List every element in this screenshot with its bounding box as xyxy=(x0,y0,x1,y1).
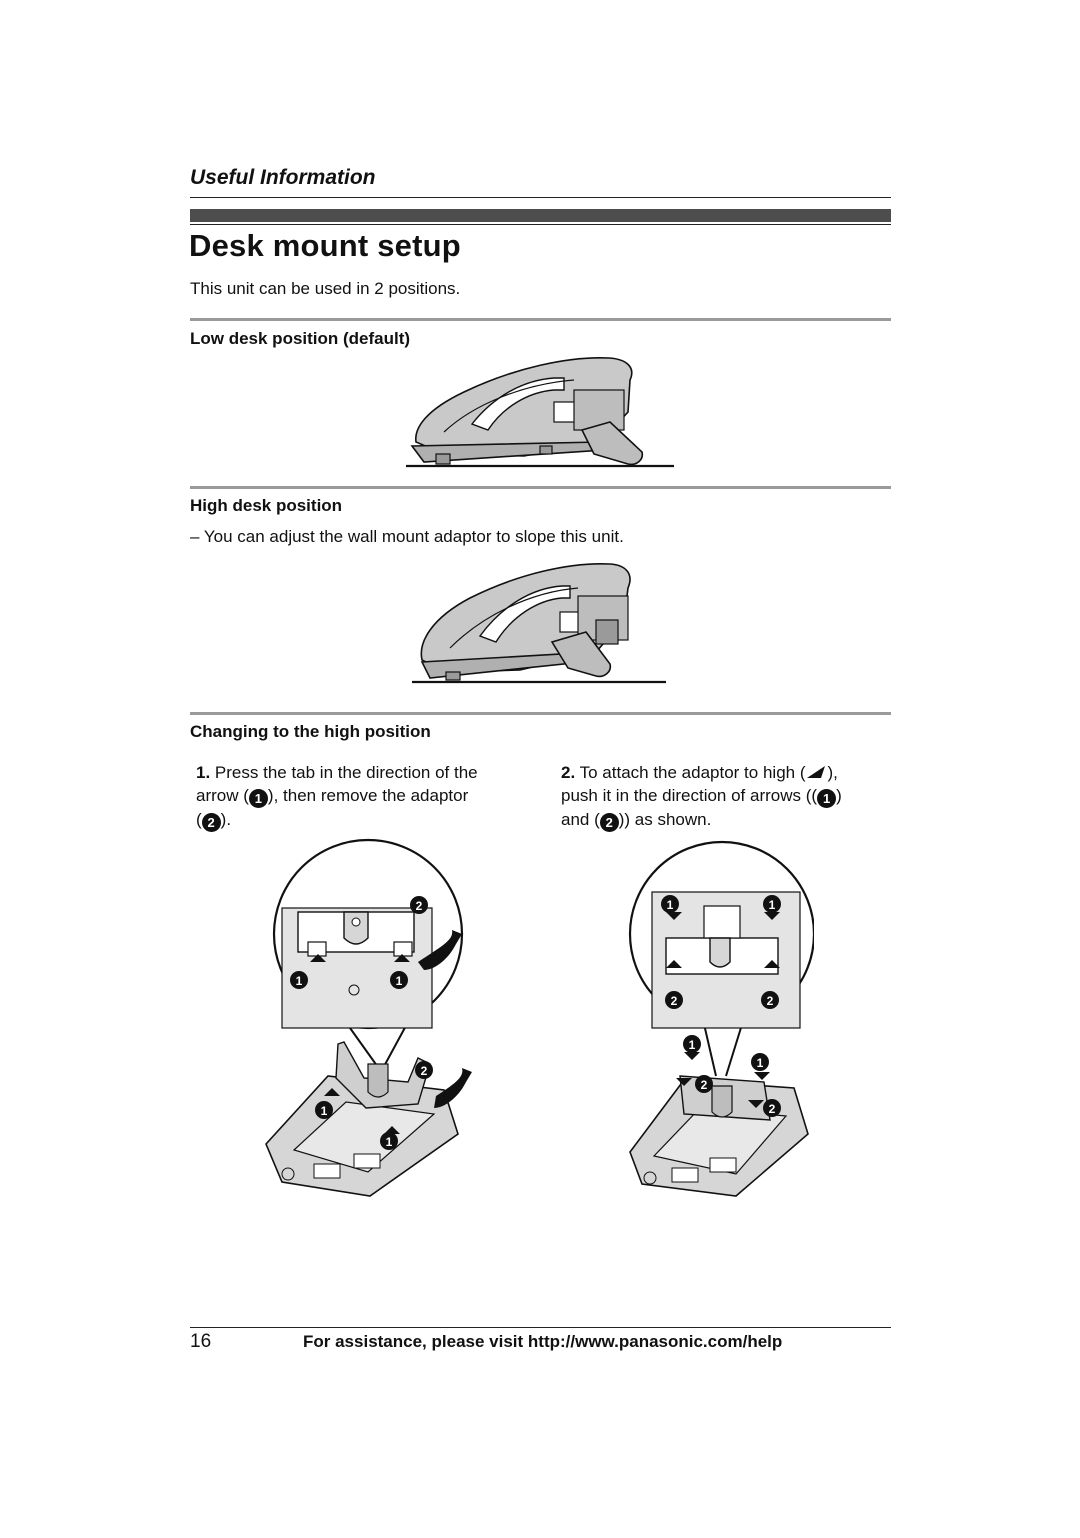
marker-2-icon: 2 xyxy=(671,994,678,1008)
section-label: Useful Information xyxy=(190,166,376,189)
intro-text: This unit can be used in 2 positions. xyxy=(190,279,461,298)
title-bar xyxy=(190,209,891,222)
step-2-text: ), xyxy=(827,763,838,782)
step-1-illustration: 2 1 1 2 1 1 xyxy=(265,838,472,1197)
step-1-line-2: arrow (1), then remove the adaptor xyxy=(196,784,536,808)
step-1-number: 1. xyxy=(196,763,211,782)
step-1-line-1: 1. Press the tab in the direction of the xyxy=(196,761,536,784)
page-title: Desk mount setup xyxy=(189,228,461,263)
step-2-text: )) as shown. xyxy=(618,810,712,829)
step-2-illustration: 1 1 2 2 1 1 2 2 xyxy=(628,840,814,1197)
step-2-line-3: and (2)) as shown. xyxy=(561,808,891,832)
high-desk-heading: High desk position xyxy=(190,496,343,515)
high-angle-icon xyxy=(805,763,827,779)
step-2-line-2: push it in the direction of arrows ((1) xyxy=(561,784,891,808)
step-1-text: ). xyxy=(220,810,232,829)
step-2-text: push it in the direction of arrows (( xyxy=(561,786,818,805)
marker-1-icon: 1 xyxy=(689,1038,696,1052)
marker-1-icon: 1 xyxy=(248,789,268,808)
step-1-text: ( xyxy=(196,810,202,829)
marker-2-icon: 2 xyxy=(599,813,619,832)
changing-heading: Changing to the high position xyxy=(190,722,431,741)
step-1-text: arrow ( xyxy=(196,786,249,805)
step-1-line-3: (2). xyxy=(196,808,536,832)
step-2-text: and ( xyxy=(561,810,600,829)
page-number: 16 xyxy=(190,1331,212,1352)
step-1-text: Press the tab in the direction of the xyxy=(214,763,478,782)
marker-1-icon: 1 xyxy=(667,898,674,912)
marker-2-icon: 2 xyxy=(201,813,221,832)
marker-2-icon: 2 xyxy=(701,1078,708,1092)
marker-1-icon: 1 xyxy=(321,1104,328,1118)
footer-rule xyxy=(190,1327,891,1328)
phone-low-illustration xyxy=(406,356,674,468)
section-divider xyxy=(190,318,891,321)
marker-1-icon: 1 xyxy=(396,974,403,988)
marker-2-icon: 2 xyxy=(769,1102,776,1116)
section-divider xyxy=(190,712,891,715)
marker-1-icon: 1 xyxy=(817,789,837,808)
phone-high-illustration xyxy=(412,562,666,684)
step-1: 1. Press the tab in the direction of the… xyxy=(196,761,536,832)
low-desk-heading: Low desk position (default) xyxy=(190,329,411,348)
title-bar-underline xyxy=(190,224,891,225)
step-1-text: ), then remove the adaptor xyxy=(267,786,469,805)
marker-1-icon: 1 xyxy=(769,898,776,912)
step-2-line-1: 2. To attach the adaptor to high (), xyxy=(561,761,891,784)
header-rule xyxy=(190,197,891,198)
marker-2-icon: 2 xyxy=(767,994,774,1008)
step-2: 2. To attach the adaptor to high (), pus… xyxy=(561,761,891,832)
section-divider xyxy=(190,486,891,489)
marker-2-icon: 2 xyxy=(416,899,423,913)
marker-1-icon: 1 xyxy=(386,1135,393,1149)
step-2-text: To attach the adaptor to high ( xyxy=(579,763,806,782)
marker-1-icon: 1 xyxy=(296,974,303,988)
step-2-text: ) xyxy=(836,786,842,805)
high-desk-note: – You can adjust the wall mount adaptor … xyxy=(190,527,624,546)
marker-2-icon: 2 xyxy=(421,1064,428,1078)
marker-1-icon: 1 xyxy=(757,1056,764,1070)
help-link[interactable]: For assistance, please visit http://www.… xyxy=(303,1332,783,1351)
step-2-number: 2. xyxy=(561,763,576,782)
